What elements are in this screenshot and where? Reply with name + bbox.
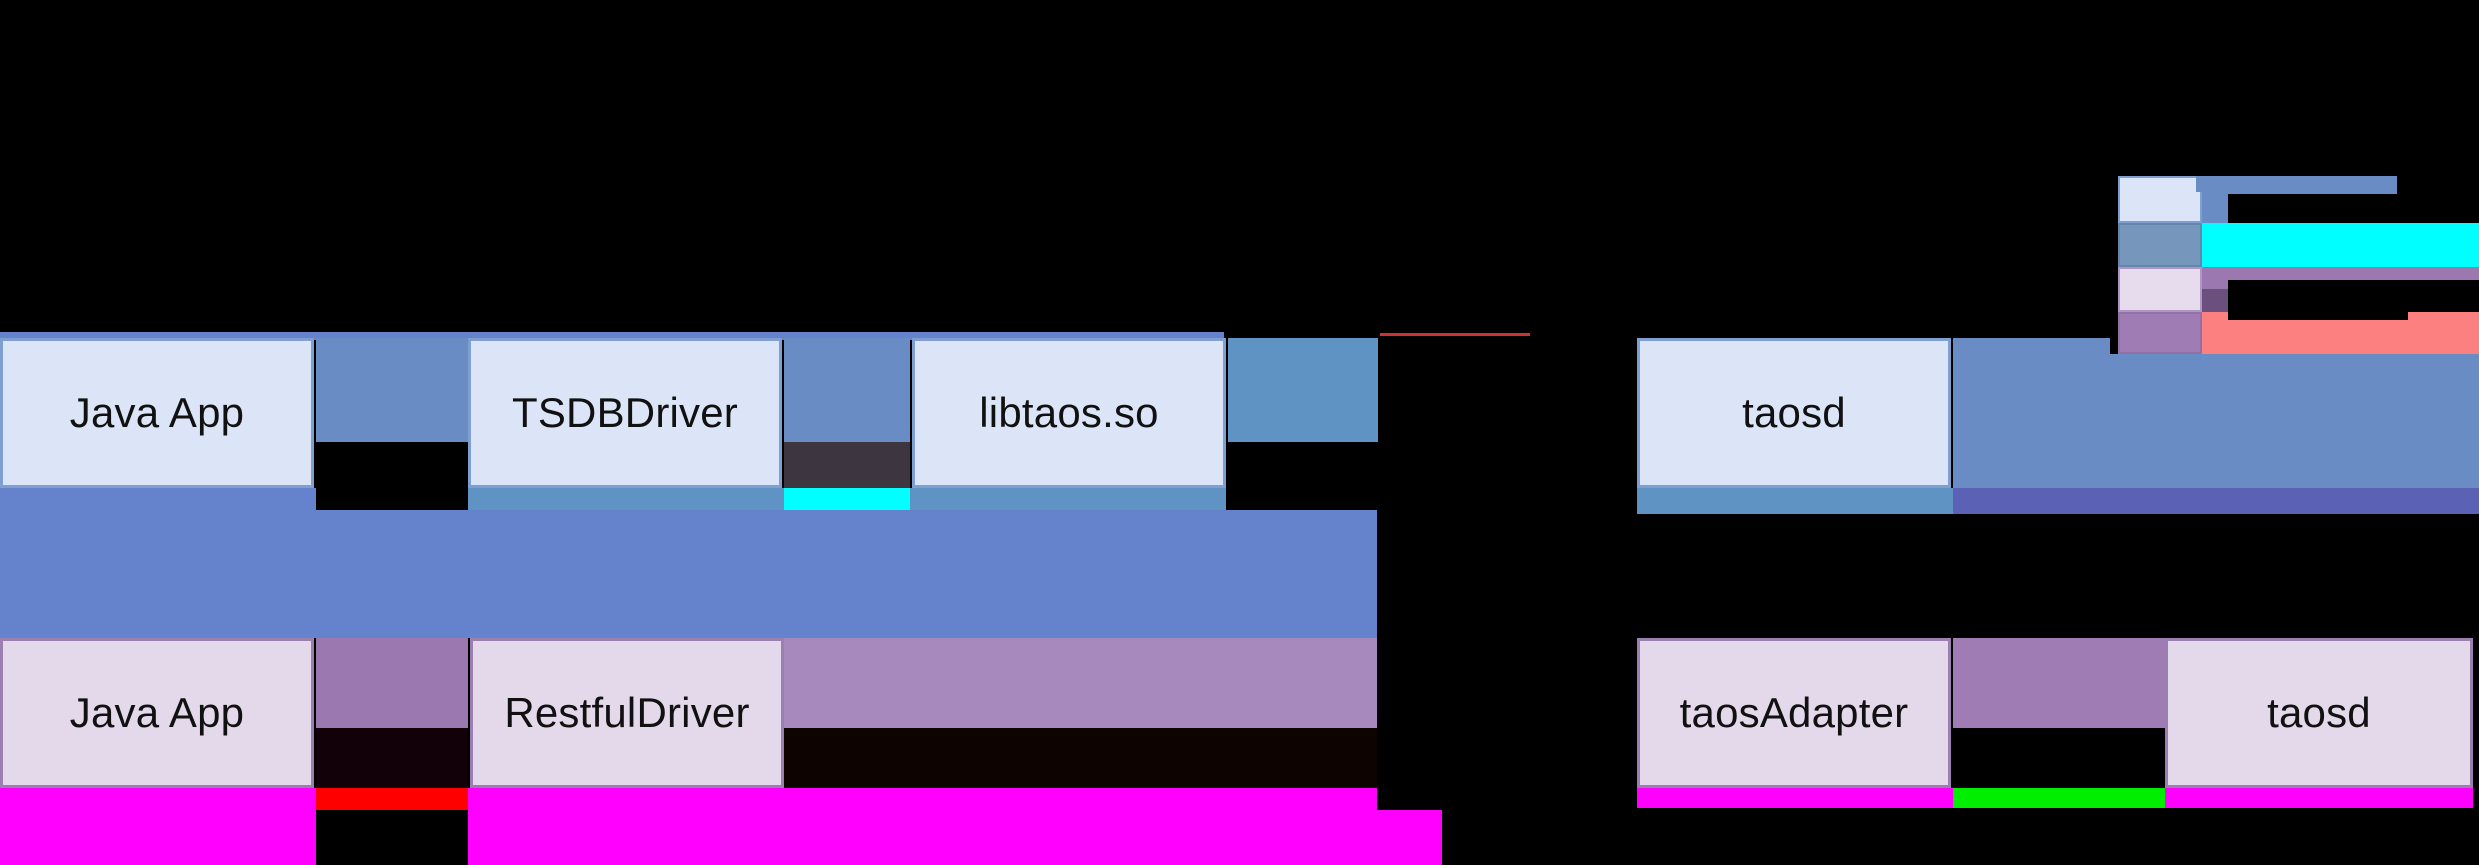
node-java-app-rest[interactable]: Java App — [0, 638, 314, 788]
band-steel-row1-underline-b — [910, 488, 1226, 514]
legend-row-2-bar — [2202, 223, 2479, 267]
band-violet-row2-c — [1953, 638, 2165, 728]
band-steel-row1-underline-a — [468, 488, 784, 514]
band-steel-behind-row1-b — [784, 338, 910, 442]
artifact-block-row2-1 — [316, 728, 468, 790]
band-magenta-row2-b — [468, 788, 1377, 865]
band-magenta-row2-d — [2165, 788, 2473, 808]
band-red-row2 — [316, 788, 468, 810]
band-green-row2 — [1953, 788, 2165, 808]
legend-label-3-artifact — [2228, 280, 2479, 312]
node-restful-driver[interactable]: RestfulDriver — [470, 638, 784, 788]
band-steel-row1-underline-c — [0, 488, 316, 514]
band-magenta-row2-a — [0, 788, 316, 865]
legend — [2110, 176, 2479, 354]
legend-swatch-native-component — [2118, 176, 2202, 223]
node-tsdb-driver[interactable]: TSDBDriver — [468, 338, 782, 488]
band-mid-blue — [0, 510, 1377, 638]
band-steel-row1-underline-d — [1637, 488, 1953, 514]
band-top-blue-left — [0, 332, 1224, 340]
band-indigo-row1-right — [1953, 488, 2479, 514]
band-steel-behind-row1-c — [1228, 338, 1378, 442]
artifact-block-row2-2 — [784, 728, 1377, 790]
node-taosd-native[interactable]: taosd — [1637, 338, 1951, 488]
band-violet-row2-b — [784, 638, 1377, 728]
node-libtaos-so[interactable]: libtaos.so — [912, 338, 1226, 488]
band-cyan-row1 — [784, 488, 910, 514]
legend-label-3b-artifact — [2228, 312, 2408, 320]
band-magenta-tail — [1377, 810, 1442, 865]
node-taosd-rest[interactable]: taosd — [2165, 638, 2473, 788]
band-violet-row2-a — [316, 638, 468, 728]
band-top-red-sliver — [1380, 333, 1530, 336]
artifact-block-row2-3 — [1953, 728, 2165, 790]
legend-swatch-rest-link — [2118, 312, 2202, 354]
band-steel-behind-row1-d — [1953, 338, 2479, 488]
node-java-app-native[interactable]: Java App — [0, 338, 314, 488]
legend-top-tab — [2196, 176, 2280, 192]
band-magenta-row2-c — [1637, 788, 1953, 808]
artifact-block-row1-3 — [1228, 442, 1380, 504]
node-taos-adapter[interactable]: taosAdapter — [1637, 638, 1951, 788]
band-steel-behind-row1-a — [316, 338, 468, 442]
legend-left-edge-artifact — [2110, 176, 2118, 354]
artifact-block-row1-1 — [316, 442, 468, 504]
legend-swatch-rest-component — [2118, 267, 2202, 312]
legend-swatch-native-link — [2118, 223, 2202, 267]
legend-label-1-artifact — [2228, 194, 2479, 223]
